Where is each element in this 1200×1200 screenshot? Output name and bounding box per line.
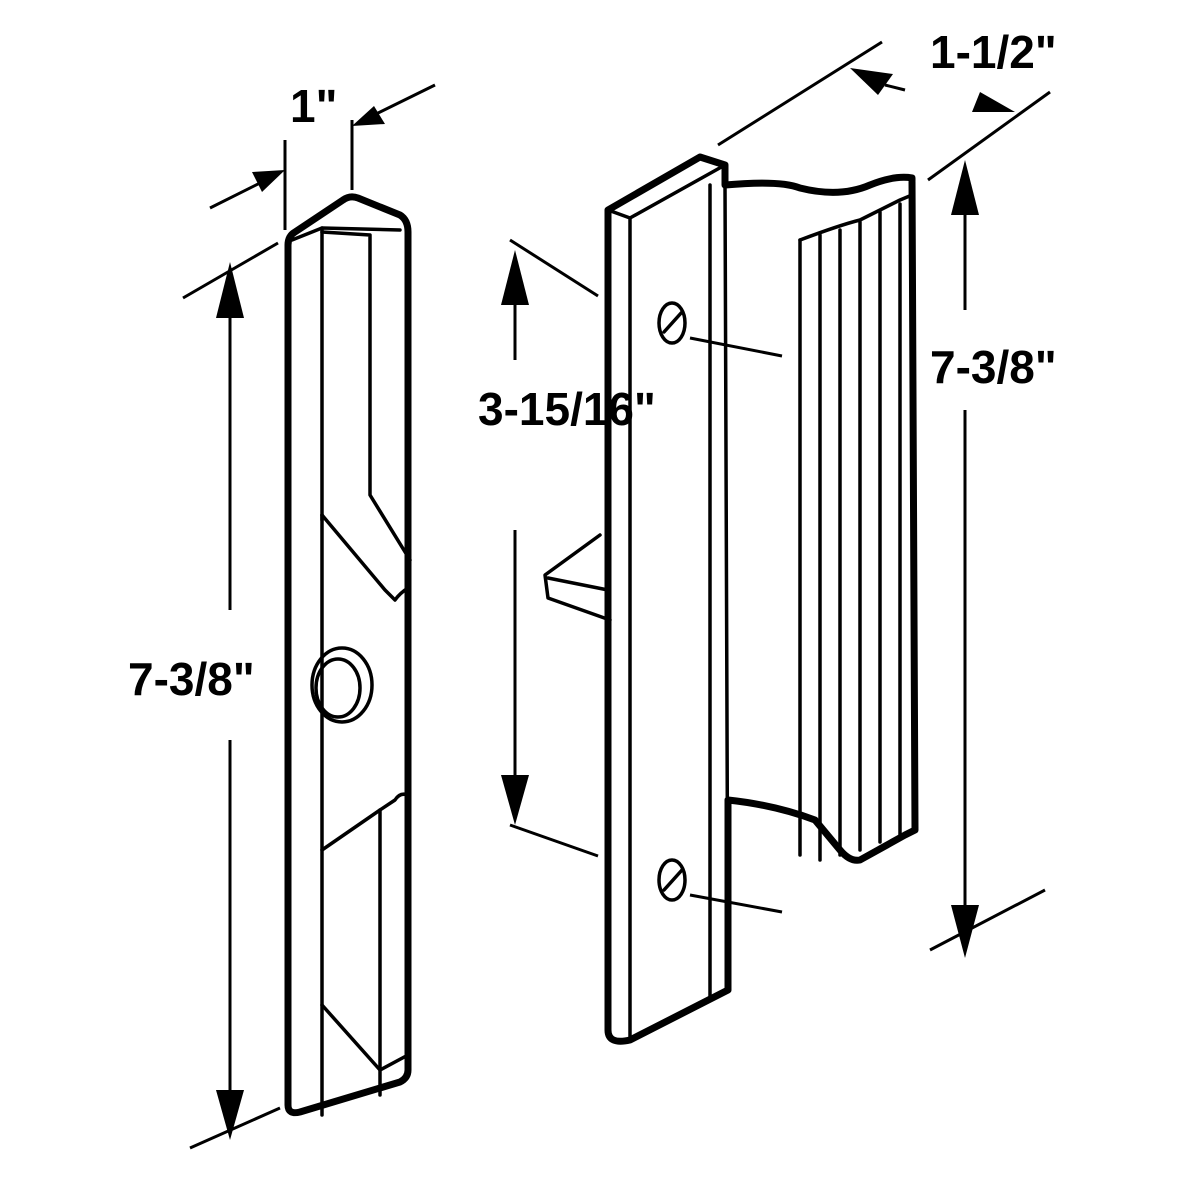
outside-pull-handle bbox=[543, 153, 919, 1045]
right-height-dimension: 7-3/8" bbox=[929, 160, 1057, 958]
hole-spacing-label: 3-15/16" bbox=[478, 383, 656, 435]
left-height-dimension: 7-3/8" bbox=[128, 241, 281, 1150]
left-width-label: 1" bbox=[290, 80, 337, 132]
right-depth-label: 1-1/2" bbox=[930, 26, 1057, 78]
keyhole-icon bbox=[310, 646, 374, 724]
hole-spacing-dimension: 3-15/16" bbox=[478, 238, 783, 914]
screw-hole-bottom-icon bbox=[657, 858, 687, 902]
screw-hole-top-icon bbox=[657, 301, 687, 345]
inside-pull-handle bbox=[284, 193, 412, 1117]
right-height-label: 7-3/8" bbox=[930, 341, 1057, 393]
right-depth-dimension: 1-1/2" bbox=[717, 26, 1057, 182]
left-height-label: 7-3/8" bbox=[128, 653, 255, 705]
left-width-dimension: 1" bbox=[209, 80, 436, 230]
